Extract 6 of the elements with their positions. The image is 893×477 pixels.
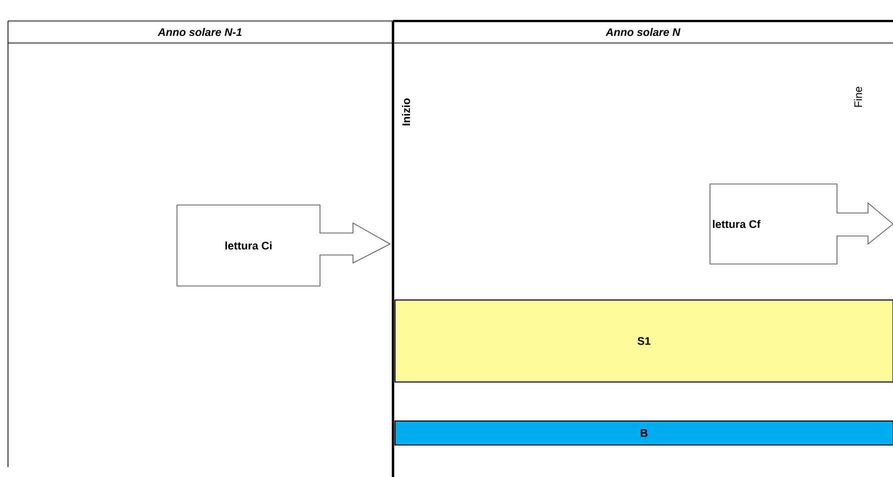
start-label: Inizio xyxy=(402,98,410,126)
period-band: S1 xyxy=(394,300,893,382)
column-header: Anno solare N xyxy=(606,28,680,36)
end-label: Fine xyxy=(854,86,862,107)
period-band: B xyxy=(394,420,893,446)
column-header: Anno solare N-1 xyxy=(158,28,242,36)
